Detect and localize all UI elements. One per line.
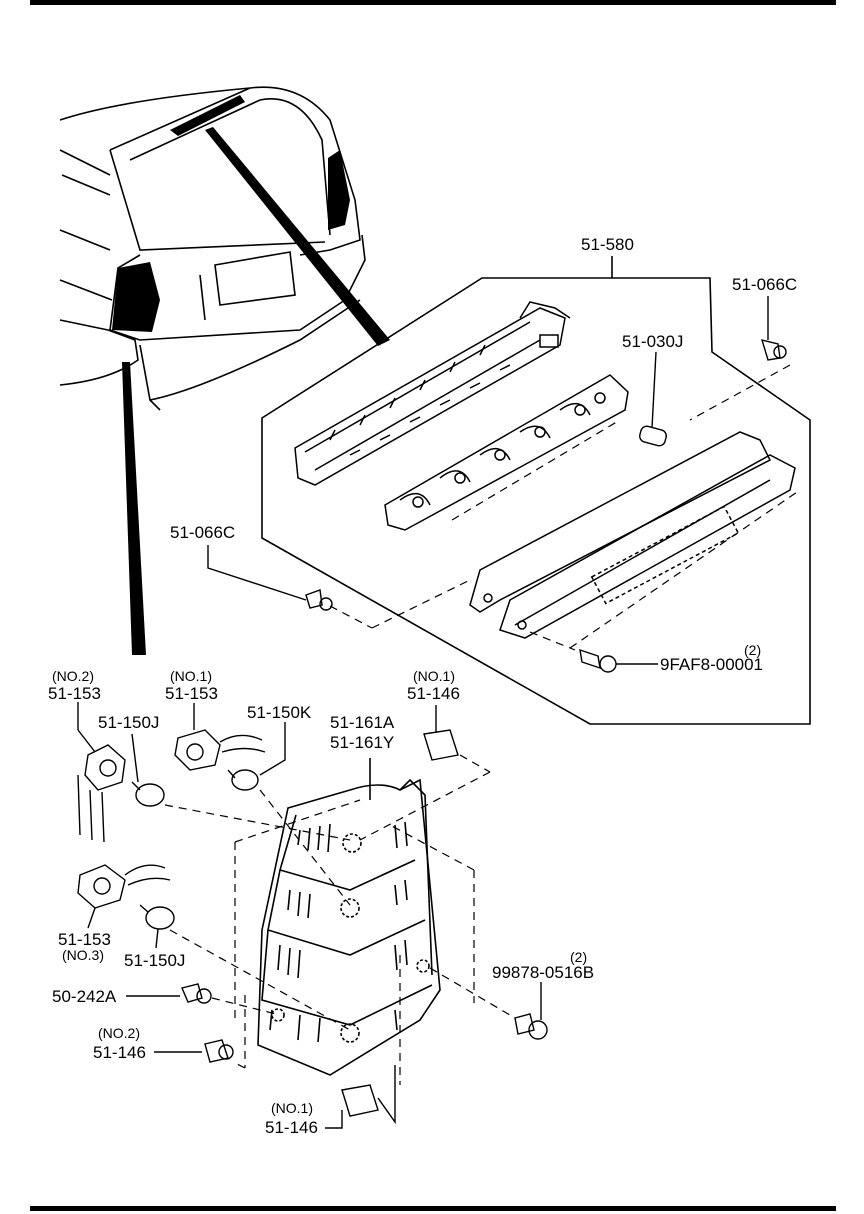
label-51-146-bottom: 51-146	[265, 1118, 318, 1137]
label-51-030j: 51-030J	[622, 332, 683, 351]
leader-wedge-upper	[205, 127, 390, 346]
label-51-150j-top: 51-150J	[98, 713, 159, 732]
bottom-border	[30, 1206, 836, 1211]
bulb-150k	[227, 722, 286, 791]
label-51-146-mid: 51-146	[93, 1043, 146, 1062]
label-51-580: 51-580	[581, 235, 634, 254]
tail-lamp-assembly	[257, 758, 441, 1076]
vehicle-rear-view	[59, 86, 366, 411]
assembly-boundary	[261, 256, 811, 725]
pad-146-mid	[154, 1039, 234, 1063]
grommet-242a	[126, 983, 212, 1004]
label-51-146-mid-qualifier: (NO.2)	[98, 1025, 140, 1041]
bulb-030j	[639, 351, 667, 447]
label-99878-qty: (2)	[570, 949, 587, 965]
clip-066c-right	[760, 296, 787, 361]
socket-no1	[174, 703, 266, 771]
pad-146-top	[423, 705, 459, 761]
label-50-242a: 50-242A	[52, 987, 117, 1006]
label-51-153-no2: 51-153	[48, 684, 101, 703]
tail-lamp-dashed-lines	[164, 754, 516, 1085]
socket-no3	[77, 864, 171, 929]
label-51-153-no3-qualifier: (NO.3)	[62, 947, 104, 963]
bulb-150j-bottom	[139, 904, 175, 949]
label-51-153-no3: 51-153	[58, 930, 111, 949]
bulb-150j-top	[131, 733, 165, 807]
label-99878-0516b: 99878-0516B	[492, 963, 594, 982]
label-51-146-bottom-qualifier: (NO.1)	[271, 1100, 313, 1116]
label-51-153-no1: 51-153	[165, 684, 218, 703]
screw-99878	[514, 982, 548, 1040]
label-51-150j-bottom: 51-150J	[124, 951, 185, 970]
label-51-146-top-qualifier: (NO.1)	[413, 668, 455, 684]
right-tail-lamp-shape	[328, 150, 350, 230]
label-51-153-no2-qualifier: (NO.2)	[52, 668, 94, 684]
clip-066c-left	[207, 545, 333, 611]
high-mount-lens	[469, 431, 796, 639]
label-51-066c-left: 51-066C	[170, 523, 235, 542]
tail-lamp-shape	[112, 262, 160, 332]
label-51-161y: 51-161Y	[330, 733, 394, 752]
label-51-150k: 51-150K	[247, 703, 312, 722]
bulb-holder	[384, 374, 629, 531]
label-51-066c-right: 51-066C	[732, 275, 797, 294]
pad-146-bottom	[325, 1065, 396, 1129]
top-border	[30, 0, 836, 5]
label-51-161a: 51-161A	[330, 713, 395, 732]
high-mount-housing	[294, 301, 571, 486]
assembly-dashed-lines	[329, 364, 801, 651]
socket-no2	[77, 702, 126, 843]
leader-wedge-lower	[122, 362, 146, 655]
high-mount-lamp-shape	[170, 95, 245, 136]
label-9faf8-00001: 9FAF8-00001	[660, 655, 763, 674]
label-51-153-no1-qualifier: (NO.1)	[170, 668, 212, 684]
label-9faf8-qty: (2)	[744, 642, 761, 658]
part-labels: 51-580 51-066C 51-030J 51-066C (2) 9FAF8…	[48, 235, 797, 1137]
screw-9faf8	[579, 648, 658, 673]
label-51-146-top: 51-146	[407, 684, 460, 703]
